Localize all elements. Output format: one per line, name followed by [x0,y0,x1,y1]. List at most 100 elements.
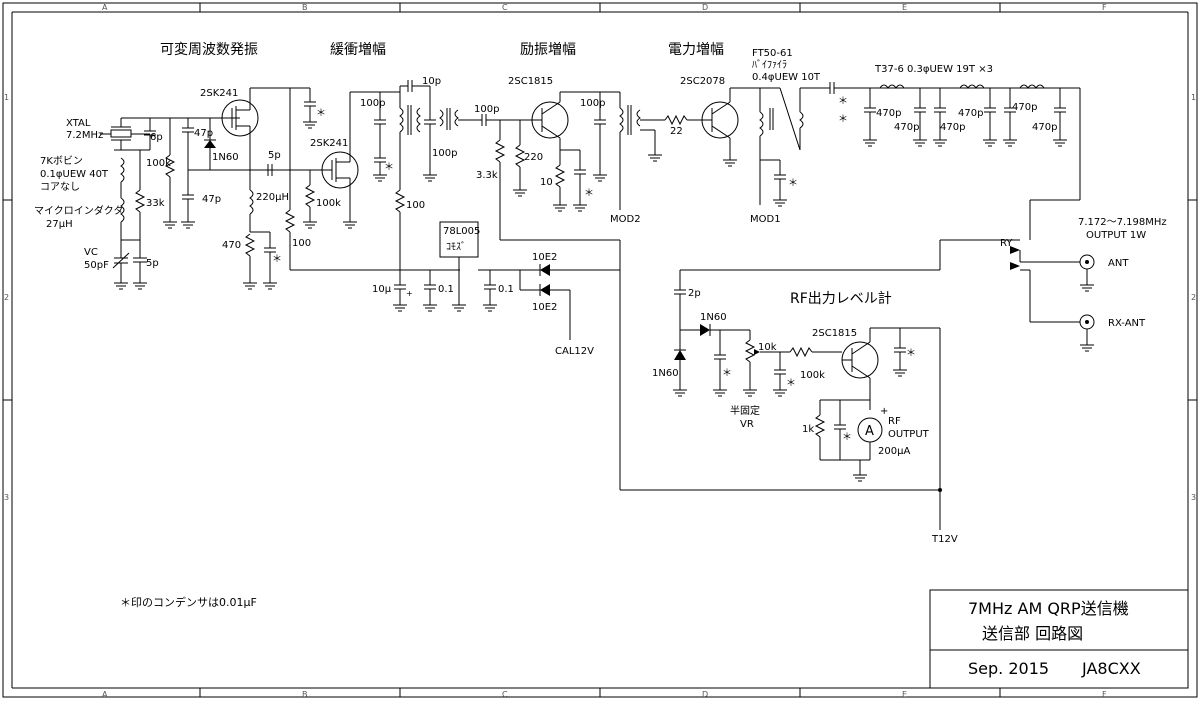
parts-d1n60-b-label: 1N60 [700,312,727,323]
parts-meter-val-label: 200μA [878,446,910,457]
fet-q1-symbol [221,99,259,137]
grid-cols-5-label: F [1102,3,1107,12]
ground-symbols [114,121,1094,482]
grid-cols-3-label: D [702,3,708,12]
title-line2: 送信部 回路図 [982,624,1083,643]
parts-q5-label: 2SC1815 [812,328,857,339]
parts-rx-ant-label: RX-ANT [1108,318,1146,329]
rf-meter-stage [620,270,942,530]
parts-coil-note3-label: コアなし [40,181,80,193]
grid-cols-1-label: B [302,690,308,699]
grid-cols-4-label: E [902,3,907,12]
parts-c470-2-label: 470p [894,122,919,133]
parts-r33k-label: 33k [146,198,165,209]
parts-c100p-b-label: 100p [432,148,457,159]
section-driver: 励振増幅 [520,42,576,58]
parts-star-label: ＊ [384,162,394,173]
parts-c100p-c-label: 100p [474,104,499,115]
grid-rows-0-label: 1 [4,93,9,102]
parts-star-label: ＊ [838,114,848,125]
parts-rf-out1-label: RF [888,416,901,427]
parts-r10-label: 10 [540,177,553,188]
driver-stage [481,91,700,490]
parts-vc-val-label: 50pF [84,260,109,271]
parts-star-label: ＊ [788,178,798,189]
grid-rows-1-label: 2 [1191,293,1196,302]
parts-vr10k-label: 10k [758,342,777,353]
parts-l220-label: 220μH [256,192,289,203]
parts-q1-label: 2SK241 [200,88,238,99]
relay-antenna [680,239,1095,345]
grid-cols-3-label: D [702,690,708,699]
parts-star-label: ＊ [722,368,732,379]
title-call: JA8CXX [1081,659,1141,678]
parts-lpf-label: T37-6 0.3φUEW 19T ×3 [874,64,993,75]
buffer-stage [284,80,482,271]
parts-xtal-label: XTAL [66,118,91,129]
parts-reg-pins-label: ｺﾓｽﾞ [446,241,466,253]
parts-ant-label: ANT [1108,258,1129,269]
diode-1n60-symbol [204,140,216,148]
parts-reg-label: 78L005 [443,226,480,237]
c10u-plus: + [406,289,413,298]
grid-cols-0-label: A [102,690,108,699]
parts-d10e2-a-label: 10E2 [532,252,557,263]
parts-r100-a-label: 100 [292,238,311,249]
grid-col-labels-top: A B C D E F [102,3,1107,12]
parts-c01-b-label: 0.1 [498,284,514,295]
parts-c10u-label: 10μ [372,284,392,295]
micro-inductor-symbol [120,197,125,223]
parts-c47p-b-label: 47p [202,194,221,205]
parts-xtal-freq-label: 7.2MHz [66,130,103,141]
vfo-stage [100,87,320,283]
parts-coil-note2-label: 0.1φUEW 40T [40,169,109,180]
parts-c47p-a-label: 47p [194,128,213,139]
buffer-transformer-primary [399,107,404,133]
parts-r1k-label: 1k [802,424,814,435]
parts-star-label: ＊ [842,432,852,443]
parts-cal12v-label: CAL12V [555,346,594,357]
parts-t12v-label: T12V [931,534,958,545]
parts-c5p-a-label: 5p [146,258,159,269]
parts-c470-1-label: 470p [876,108,901,119]
title-block: 7MHz AM QRP送信機 送信部 回路図 Sep. 2015 JA8CXX [929,589,1189,689]
parts-d10e2-b-label: 10E2 [532,302,557,313]
parts-rf-out2-label: OUTPUT [888,429,930,440]
component-labels: XTAL 7.2MHz 6p 47p 47p 100k 33k 7Kボビン 0.… [34,48,1167,545]
parts-output-power-label: OUTPUT 1W [1086,230,1146,241]
parts-d1n60-c-label: 1N60 [652,368,679,379]
grid-rows-0-label: 1 [1191,93,1196,102]
parts-r22-label: 22 [670,126,683,137]
driver-transformer-primary [619,107,624,133]
grid-cols-2-label: C [502,3,508,12]
power-stage [700,82,1080,205]
parts-micro-ind-label: マイクロインダクタ [34,204,123,217]
parts-q3-label: 2SC1815 [508,76,553,87]
parts-q2-label: 2SK241 [310,138,348,149]
parts-c470-5-label: 470p [1012,102,1037,113]
parts-core2-label: ﾊﾞｲﾌｧｲﾗ [752,59,787,71]
vfo-coil-symbol [120,157,125,183]
parts-c470-4-label: 470p [958,108,983,119]
parts-ry-label: RY [1000,238,1013,249]
grid-row-labels-right: 1 2 3 [1191,93,1196,502]
parts-micro-ind-val-label: 27μH [46,219,73,230]
parts-vc-label: VC [84,247,98,258]
parts-r100k-b-label: 100k [316,198,341,209]
low-pass-filter [864,84,1081,240]
ammeter-label: A [865,424,874,439]
section-power: 電力増幅 [668,42,724,58]
parts-c470-6-label: 470p [1032,122,1057,133]
parts-r220-label: 220 [524,152,543,163]
parts-mod2-label: MOD2 [610,214,641,225]
section-vfo: 可変周波数発振 [160,41,258,58]
grid-cols-5-label: F [1102,690,1107,699]
parts-c100p-d-label: 100p [580,98,605,109]
grid-rows-1-label: 2 [4,293,9,302]
parts-core3-label: 0.4φUEW 10T [752,72,821,83]
parts-r100-b-label: 100 [406,200,425,211]
parts-c100p-a-label: 100p [360,98,385,109]
parts-c10p-label: 10p [422,76,441,87]
